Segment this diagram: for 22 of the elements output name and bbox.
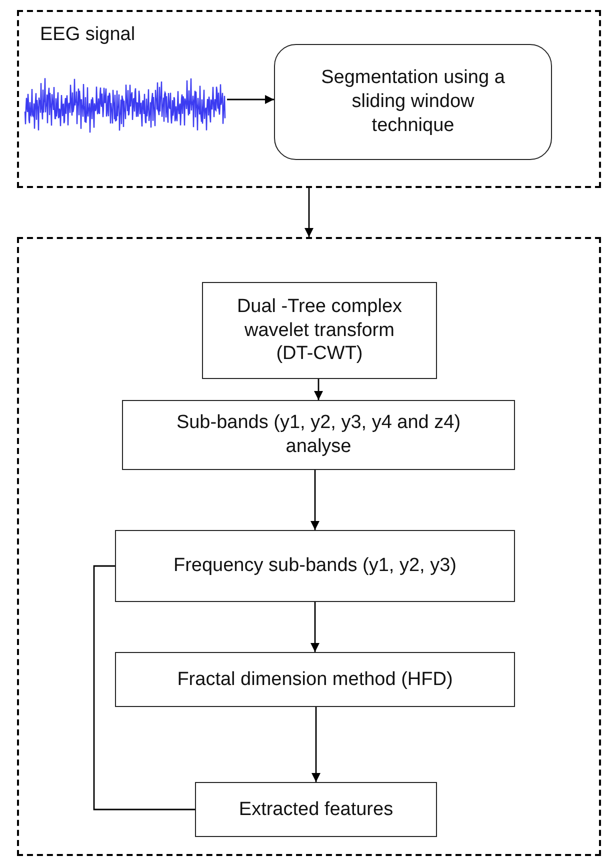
arrow bbox=[314, 379, 323, 400]
arrow bbox=[310, 470, 320, 530]
dashed-group-frame bbox=[17, 10, 601, 188]
box-text: Frequency sub-bands (y1, y2, y3) bbox=[173, 554, 457, 578]
box-text: Segmentation using a sliding window technique bbox=[320, 66, 506, 138]
process-box bbox=[195, 782, 437, 837]
arrow bbox=[312, 707, 320, 782]
signal-label: EEG signal bbox=[40, 24, 136, 46]
arrow bbox=[310, 602, 320, 652]
arrow bbox=[304, 188, 314, 237]
box-text: Extracted features bbox=[238, 798, 394, 822]
box-text: Dual -Tree complex wavelet transform (DT-CWT) bbox=[236, 294, 404, 366]
box-text: Sub-bands (y1, y2, y3, y4 and z4) analyse bbox=[175, 411, 462, 459]
connector-line bbox=[93, 565, 195, 810]
process-box bbox=[202, 282, 437, 379]
process-box bbox=[115, 652, 515, 707]
process-box bbox=[115, 530, 515, 602]
arrow bbox=[227, 95, 274, 104]
process-box-rounded bbox=[274, 44, 552, 160]
process-box bbox=[122, 400, 515, 470]
dashed-group-frame bbox=[17, 237, 601, 856]
box-text: Fractal dimension method (HFD) bbox=[177, 668, 453, 692]
